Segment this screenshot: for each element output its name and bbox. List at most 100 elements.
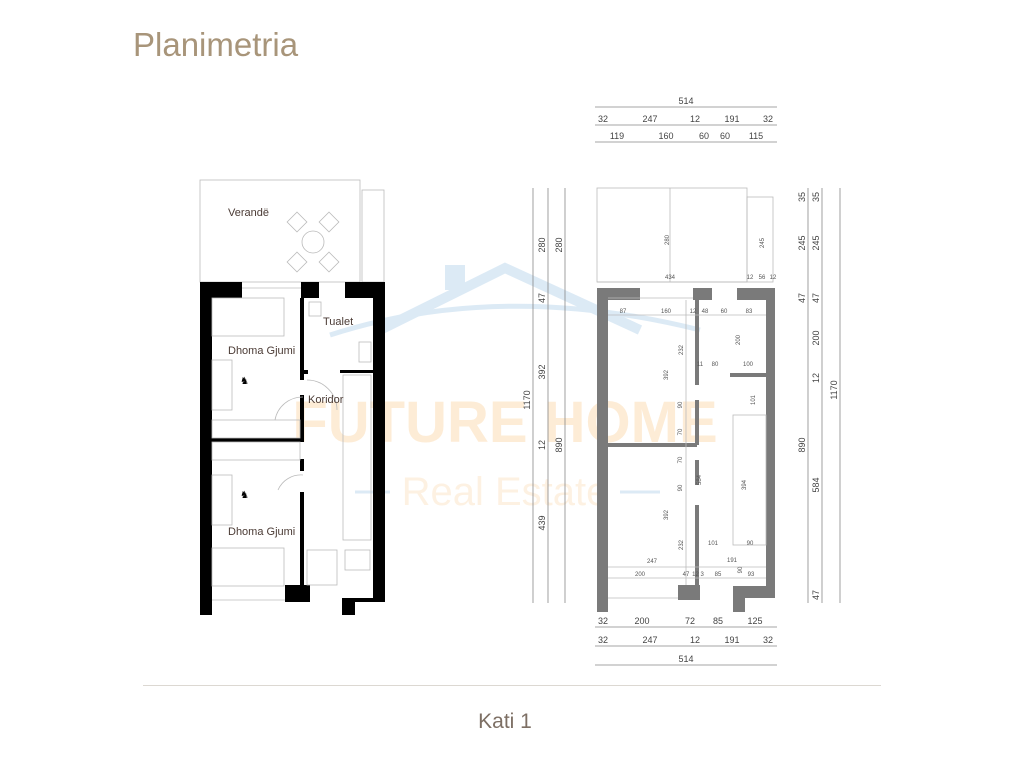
room-label-corridor: Koridor bbox=[308, 394, 344, 406]
interior-dim-label: 584 bbox=[697, 474, 703, 485]
dim-label: 200 bbox=[811, 330, 821, 345]
room-label-bedroom-2: Dhoma Gjumi bbox=[228, 526, 295, 538]
interior-dim-label: 434 bbox=[665, 275, 676, 281]
dim-label: 12 bbox=[811, 373, 821, 383]
planter bbox=[361, 189, 385, 283]
dim-label: 439 bbox=[537, 515, 547, 530]
dim-label: 32 bbox=[598, 635, 608, 645]
walls bbox=[200, 282, 385, 615]
dim-label: 32 bbox=[763, 635, 773, 645]
interior-dim-label: 90 bbox=[678, 401, 684, 408]
dim-label: 247 bbox=[642, 114, 657, 124]
interior-dim-label: 101 bbox=[751, 394, 757, 405]
interior-dim-label: 12 bbox=[690, 309, 697, 315]
dim-label: 119 bbox=[610, 131, 624, 141]
dim-label: 47 bbox=[811, 590, 821, 600]
dim-label: 32 bbox=[598, 114, 608, 124]
room-label-bedroom-1: Dhoma Gjumi bbox=[228, 345, 295, 357]
footer-divider bbox=[143, 685, 881, 686]
dim-label: 514 bbox=[678, 654, 693, 664]
dim-label: 47 bbox=[797, 293, 807, 303]
veranda-outline bbox=[199, 179, 361, 283]
interior-dim-label: 90 bbox=[747, 541, 754, 547]
dim-label: 35 bbox=[797, 192, 807, 202]
furniture bbox=[211, 297, 372, 587]
dim-label: 60 bbox=[699, 131, 709, 141]
interior-dim-label: 232 bbox=[679, 344, 685, 355]
furnished-plan: ♞ ♞ Verandë Tualet Dhoma Gjumi Koridor D… bbox=[199, 179, 385, 615]
dim-label: 85 bbox=[713, 616, 723, 626]
dim-label: 890 bbox=[797, 437, 807, 452]
interior-dim-label: 90 bbox=[678, 484, 684, 491]
floor-label: Kati 1 bbox=[478, 710, 532, 733]
dim-label: 191 bbox=[724, 114, 739, 124]
dim-label: 280 bbox=[554, 237, 564, 252]
interior-dim-label: 392 bbox=[664, 369, 670, 380]
interior-dim-label: 245 bbox=[760, 237, 766, 248]
interior-dim-label: 100 bbox=[743, 362, 754, 368]
interior-dim-label: 70 bbox=[678, 456, 684, 463]
interior-dim-label: 232 bbox=[679, 539, 685, 550]
chair-icon: ♞ bbox=[240, 490, 249, 501]
interior-dim-label: 280 bbox=[665, 234, 671, 245]
dim-label: 584 bbox=[811, 477, 821, 492]
dim-label: 245 bbox=[811, 235, 821, 250]
interior-dim-label: 47 bbox=[683, 572, 690, 578]
dim-label: 1170 bbox=[522, 390, 532, 409]
dim-label: 247 bbox=[642, 635, 657, 645]
dim-label: 60 bbox=[720, 131, 730, 141]
interior-dim-label: 392 bbox=[664, 509, 670, 520]
interior-dim-label: 160 bbox=[661, 309, 672, 315]
interior-dim-label: 60 bbox=[721, 309, 728, 315]
dim-label: 200 bbox=[634, 616, 649, 626]
svg-text:Real Estate: Real Estate bbox=[402, 470, 609, 514]
interior-dim-label: 93 bbox=[748, 572, 755, 578]
dim-label: 115 bbox=[749, 131, 763, 141]
interior-dim-label: 56 bbox=[759, 275, 766, 281]
room-label-veranda: Verandë bbox=[228, 207, 269, 219]
chair-icon: ♞ bbox=[240, 376, 249, 387]
watermark-logo: FUTURE HOME Real Estate bbox=[292, 262, 718, 514]
dimension-labels: 514 32 247 12 191 32 119 160 60 60 115 3… bbox=[522, 96, 839, 664]
dim-label: 245 bbox=[797, 235, 807, 250]
dim-label: 125 bbox=[747, 616, 762, 626]
interior-dim-label: 200 bbox=[635, 572, 646, 578]
interior-dim-label: 87 bbox=[620, 309, 627, 315]
dim-label: 12 bbox=[537, 440, 547, 450]
dim-label: 1170 bbox=[829, 380, 839, 399]
dimension-lines bbox=[532, 106, 841, 666]
dining-set-icon bbox=[286, 211, 340, 273]
dim-label: 35 bbox=[811, 192, 821, 202]
walls-gray bbox=[597, 288, 775, 612]
dim-label: 47 bbox=[537, 293, 547, 303]
dim-label: 392 bbox=[537, 364, 547, 379]
interior-dim-label: 12 3 bbox=[692, 572, 704, 578]
dim-label: 72 bbox=[685, 616, 695, 626]
dim-label: 32 bbox=[763, 114, 773, 124]
dim-label: 32 bbox=[598, 616, 608, 626]
interior-dim-label: 394 bbox=[742, 479, 748, 490]
interior-dim-label: 11 bbox=[697, 362, 704, 368]
dim-label: 160 bbox=[658, 131, 673, 141]
dimensioned-plan: 514 32 247 12 191 32 119 160 60 60 115 3… bbox=[522, 96, 841, 666]
dim-label: 12 bbox=[690, 114, 700, 124]
page-title: Planimetria bbox=[133, 26, 299, 63]
interior-dim-label: 83 bbox=[746, 309, 753, 315]
interior-dim-label: 80 bbox=[712, 362, 719, 368]
dim-label: 280 bbox=[537, 237, 547, 252]
interior-dim-label: 12 bbox=[747, 275, 754, 281]
interior-dim-label: 191 bbox=[727, 558, 738, 564]
dim-label: 47 bbox=[811, 293, 821, 303]
interior-dim-label: 85 bbox=[715, 572, 722, 578]
dim-label: 890 bbox=[554, 437, 564, 452]
interior-dim-label: 101 bbox=[708, 541, 719, 547]
interior-dim-label: 247 bbox=[647, 559, 658, 565]
interior-dim-label: 200 bbox=[736, 334, 742, 345]
dim-label: 514 bbox=[678, 96, 693, 106]
interior-dim-label: 48 bbox=[702, 309, 709, 315]
interior-dim-label: 90 bbox=[738, 566, 744, 573]
interior-dim-label: 70 bbox=[678, 428, 684, 435]
room-label-toilet: Tualet bbox=[323, 316, 353, 328]
